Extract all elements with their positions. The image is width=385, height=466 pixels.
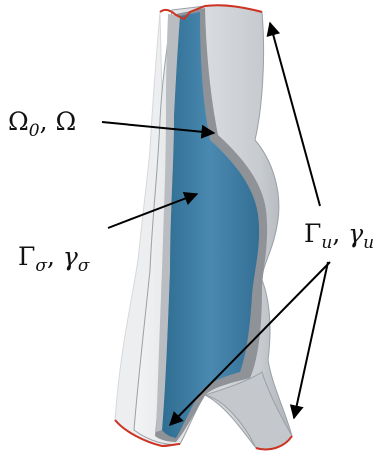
arrow-displacement-bottom-right: [294, 262, 328, 418]
label-domain: Ω0, Ω: [8, 107, 76, 141]
label-stress: Γσ, γσ: [18, 242, 90, 276]
label-displacement: Γu, γu: [304, 219, 374, 253]
arrow-displacement-top: [270, 23, 320, 206]
